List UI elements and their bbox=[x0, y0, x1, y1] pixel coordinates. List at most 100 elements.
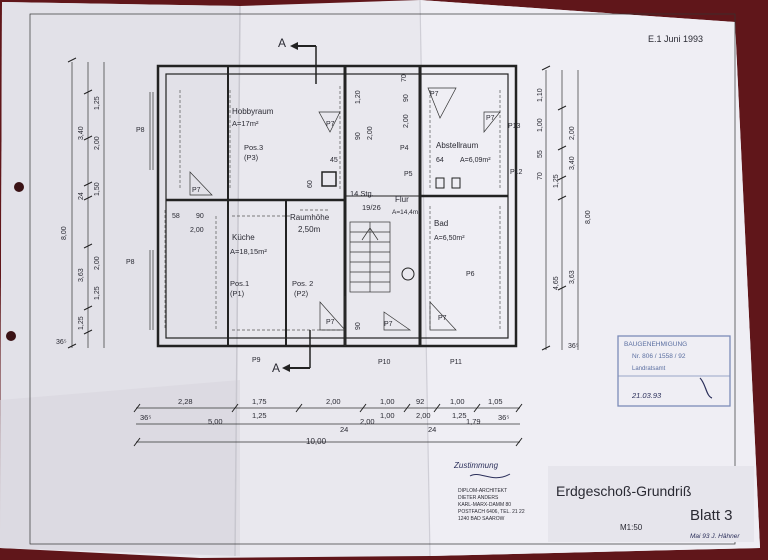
dim-right: 4,65 bbox=[553, 276, 560, 290]
dim-bottom: 24 bbox=[340, 425, 348, 434]
room-name-abstell: Abstellraum bbox=[436, 141, 479, 150]
sheet-title: Erdgeschoß-Grundriß bbox=[556, 483, 691, 499]
dim-inner: 1,20 bbox=[355, 90, 362, 104]
post-label: P4 bbox=[400, 145, 409, 152]
punch-hole bbox=[6, 331, 16, 341]
room-pos-raum2: Pos. 2 bbox=[292, 279, 313, 288]
dim-bottom: 2,00 bbox=[416, 411, 431, 420]
raumhoehe-value: 2,50m bbox=[298, 225, 321, 234]
dim-left: 3,63 bbox=[78, 268, 85, 282]
post-label: P7 bbox=[430, 91, 439, 98]
dim-bottom: 2,00 bbox=[326, 397, 341, 406]
dim-right: 36⁵ bbox=[568, 343, 579, 350]
dim-left: 2,00 bbox=[94, 136, 101, 150]
post-label: P6 bbox=[466, 271, 475, 278]
sheet-number: Blatt 3 bbox=[690, 507, 733, 524]
room-area-kueche: A=18,15m² bbox=[230, 247, 267, 256]
architect-line: 1240 BAD SAAROW bbox=[458, 516, 505, 522]
dim-left: 2,00 bbox=[94, 256, 101, 270]
dim-bottom-total: 10,00 bbox=[306, 437, 327, 446]
architect-line: DIETER ANDERS bbox=[458, 495, 499, 501]
post-label: P7 bbox=[384, 321, 393, 328]
approval-stamp-box bbox=[617, 335, 731, 407]
dim-right: 3,40 bbox=[569, 156, 576, 170]
stair-ratio: 19/26 bbox=[362, 203, 381, 212]
signature-note: Mai 93 J. Hähner bbox=[690, 533, 740, 540]
room-pos-hobby: Pos.3 bbox=[244, 143, 263, 152]
dim-inner: 45 bbox=[330, 157, 338, 164]
post-label: P7 bbox=[486, 115, 495, 122]
stamp-number: Nr. 806 / 1558 / 92 bbox=[632, 353, 686, 360]
dim-bottom: 1,25 bbox=[452, 411, 467, 420]
right-dimension-chain bbox=[541, 65, 579, 351]
dim-bottom: 5,00 bbox=[208, 417, 223, 426]
dim-right: 2,00 bbox=[569, 126, 576, 140]
dim-inner: 90 bbox=[196, 213, 204, 220]
dim-right: 3,63 bbox=[569, 270, 576, 284]
dim-right: 70 bbox=[537, 172, 544, 180]
dim-left: 36⁵ bbox=[56, 339, 67, 346]
sheet-scale: M1:50 bbox=[620, 523, 643, 532]
room-poscode-hobby: (P3) bbox=[244, 153, 259, 162]
dim-left: 1,25 bbox=[78, 316, 85, 330]
dim-bottom: 36⁵ bbox=[498, 413, 509, 422]
staircase bbox=[349, 221, 391, 293]
dim-left: 3,40 bbox=[78, 126, 85, 140]
dim-right: 8,00 bbox=[585, 210, 592, 224]
architect-handwritten: Zustimmung bbox=[453, 461, 499, 470]
post-label: P7 bbox=[192, 187, 201, 194]
architect-line: KARL-MARX-DAMM 80 bbox=[458, 502, 511, 508]
room-name-bad: Bad bbox=[434, 219, 448, 228]
post-label: P7 bbox=[326, 121, 335, 128]
section-label-bottom: A bbox=[272, 361, 280, 375]
post-label: P12 bbox=[510, 169, 523, 176]
dim-inner: 58 bbox=[172, 213, 180, 220]
stamp-signature bbox=[699, 377, 713, 399]
architect-line: POSTFACH 6406, TEL. 21 22 bbox=[458, 509, 525, 515]
dim-left: 24 bbox=[78, 192, 85, 200]
raumhoehe-label: Raumhöhe bbox=[290, 213, 330, 222]
post-label: P9 bbox=[252, 357, 261, 364]
dim-inner: 90 bbox=[355, 132, 362, 140]
section-marker-top bbox=[290, 42, 317, 84]
post-label: P7 bbox=[326, 319, 335, 326]
dim-bottom: 1,25 bbox=[252, 411, 267, 420]
dim-bottom: 24 bbox=[428, 425, 436, 434]
post-label: P8 bbox=[136, 127, 145, 134]
room-area-hobby: A=17m² bbox=[232, 119, 259, 128]
room-pos-kueche: Pos.1 bbox=[230, 279, 249, 288]
stamp-title: BAUGENEHMIGUNG bbox=[624, 341, 687, 348]
dim-bottom: 1,00 bbox=[380, 411, 395, 420]
dim-bottom: 1,05 bbox=[488, 397, 503, 406]
post-label: P8 bbox=[126, 259, 135, 266]
bottom-dimension-chain bbox=[133, 403, 523, 447]
dim-bottom: 2,00 bbox=[360, 417, 375, 426]
section-marker-bottom bbox=[282, 330, 311, 372]
architect-line: DIPLOM-ARCHITEKT bbox=[458, 488, 507, 494]
dim-inner: 2,00 bbox=[190, 227, 204, 234]
left-dimension-chain bbox=[67, 57, 105, 349]
dim-bottom: 1,79 bbox=[466, 417, 481, 426]
dim-right: 1,00 bbox=[537, 118, 544, 132]
dim-right: 55 bbox=[537, 150, 544, 158]
post-label: P13 bbox=[508, 123, 521, 130]
dim-bottom: 36⁵ bbox=[140, 413, 151, 422]
dim-bottom: 1,00 bbox=[380, 397, 395, 406]
dim-left: 1,25 bbox=[94, 286, 101, 300]
dim-inner: 70 bbox=[401, 74, 408, 82]
dim-inner: 90 bbox=[355, 322, 362, 330]
room-area-bad: A=6,50m² bbox=[434, 235, 465, 242]
floor-plan bbox=[149, 64, 518, 348]
dim-right: 1,10 bbox=[537, 88, 544, 102]
dim-left: 8,00 bbox=[61, 226, 68, 240]
dim-inner: 2,00 bbox=[367, 126, 374, 140]
post-label: P10 bbox=[378, 359, 391, 366]
dim-bottom: 1,00 bbox=[450, 397, 465, 406]
dim-bottom: 92 bbox=[416, 397, 424, 406]
title-block bbox=[548, 466, 754, 542]
stamp-subtitle: Landratsamt bbox=[632, 366, 666, 372]
room-area-flur: A=14,4m² bbox=[392, 209, 421, 216]
dim-left: 1,50 bbox=[94, 182, 101, 196]
